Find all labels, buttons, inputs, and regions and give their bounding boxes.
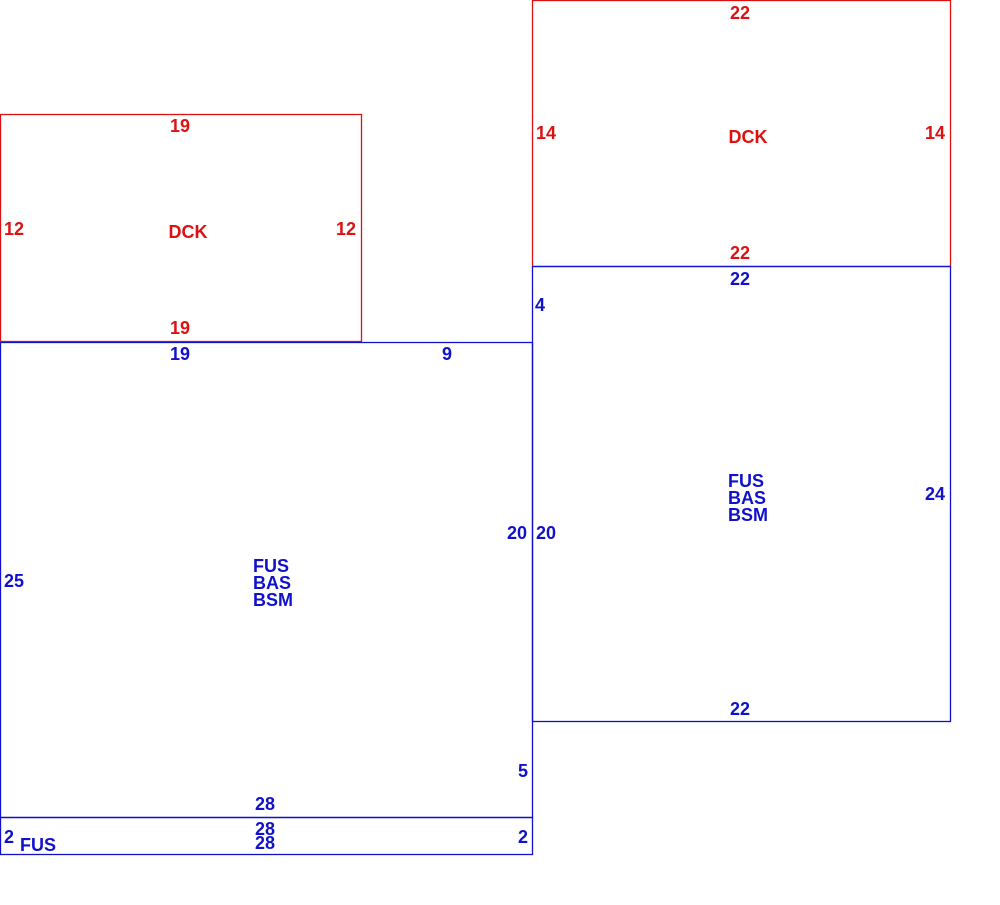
bottom-strip-left-dimension: 2 xyxy=(4,827,14,847)
right-main-area: 22 22 4 20 24 FUS BAS BSM xyxy=(531,265,952,723)
bottom-strip-bottom-dimension: 28 xyxy=(255,833,275,853)
left-main-top-right-dimension: 9 xyxy=(442,344,452,364)
right-main-outline xyxy=(531,265,952,723)
right-main-top-dimension: 22 xyxy=(730,269,750,289)
right-main-left-upper-dimension: 4 xyxy=(535,295,545,315)
right-main-left-dimension: 20 xyxy=(536,523,556,543)
bottom-strip-code: FUS xyxy=(20,835,56,855)
right-deck-left-dimension: 14 xyxy=(536,123,556,143)
left-deck-left-dimension: 12 xyxy=(4,219,24,239)
left-main-code-3: BSM xyxy=(253,590,293,610)
bottom-strip-outline xyxy=(0,816,534,856)
left-main-left-dimension: 25 xyxy=(4,571,24,591)
right-deck-right-dimension: 14 xyxy=(925,123,945,143)
left-main-right-lower-dimension: 5 xyxy=(518,761,528,781)
bottom-strip-right-dimension: 2 xyxy=(518,827,528,847)
left-main-code-1: FUS xyxy=(253,556,289,576)
left-main-top-left-dimension: 19 xyxy=(170,344,190,364)
left-deck-top-dimension: 19 xyxy=(170,116,190,136)
right-deck-area: 22 22 14 14 DCK xyxy=(531,0,952,268)
left-main-area: 19 9 25 20 5 28 FUS BAS BSM xyxy=(0,341,534,819)
bottom-strip-top-dimension: 28 xyxy=(255,819,275,839)
left-deck-code: DCK xyxy=(169,222,208,242)
left-deck-right-dimension: 12 xyxy=(336,219,356,239)
right-main-right-dimension: 24 xyxy=(925,484,945,504)
right-main-code-3: BSM xyxy=(728,505,768,525)
left-main-right-dimension: 20 xyxy=(507,523,527,543)
right-deck-code: DCK xyxy=(729,127,768,147)
right-main-bottom-dimension: 22 xyxy=(730,699,750,719)
left-main-code-2: BAS xyxy=(253,573,291,593)
right-deck-top-dimension: 22 xyxy=(730,3,750,23)
left-deck-area: 19 19 12 12 DCK xyxy=(0,113,363,343)
left-deck-bottom-dimension: 19 xyxy=(170,318,190,338)
right-deck-bottom-dimension: 22 xyxy=(730,243,750,263)
right-main-code-2: BAS xyxy=(728,488,766,508)
bottom-strip-area: 28 28 2 2 FUS xyxy=(0,816,534,856)
right-main-code-1: FUS xyxy=(728,471,764,491)
left-deck-outline xyxy=(0,113,363,343)
left-main-bottom-dimension: 28 xyxy=(255,794,275,814)
